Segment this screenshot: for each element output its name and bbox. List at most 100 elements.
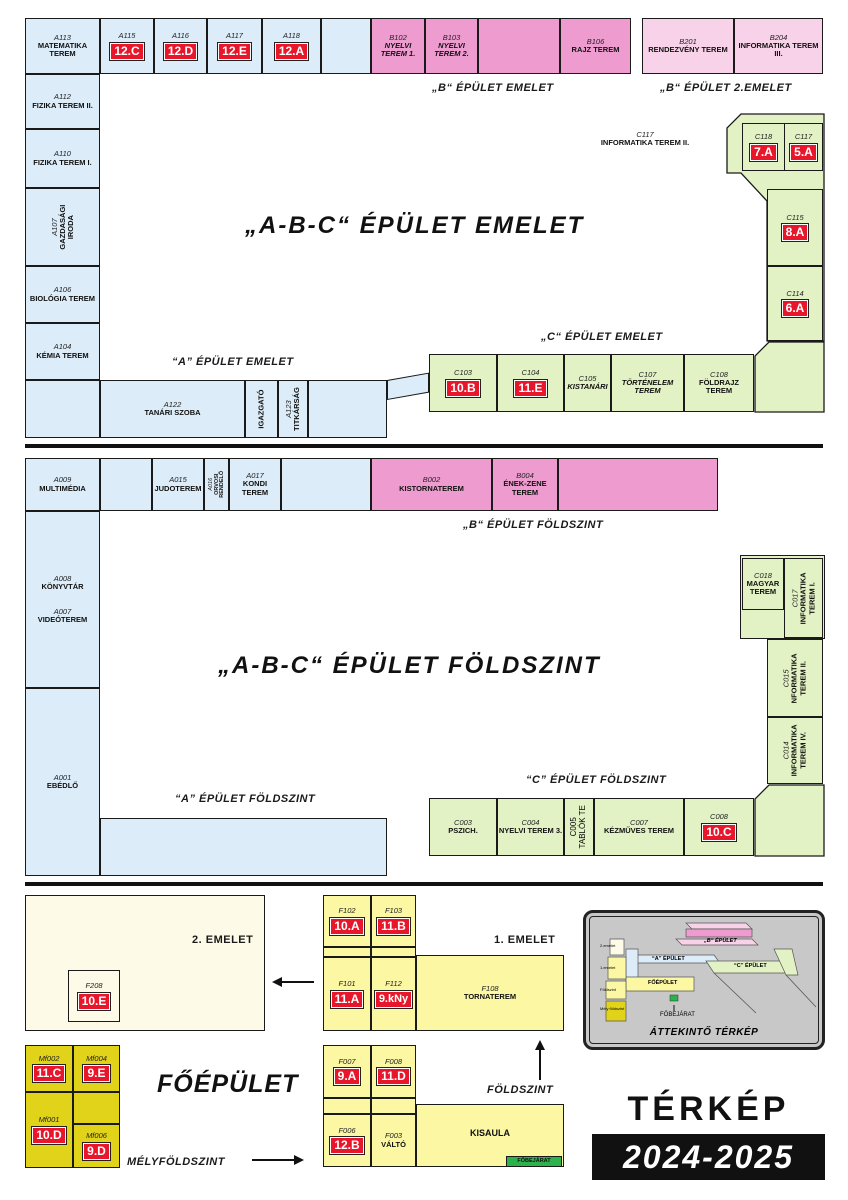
overview-map[interactable]: „B“ ÉPÜLET “A” ÉPÜLET “C” ÉPÜLET FŐÉPÜLE… [583,910,825,1050]
room-code: C105 [578,373,597,383]
room-code: A110 [54,149,71,159]
room-kisaula[interactable]: KISAULA [416,1104,564,1167]
arrow-right-icon [252,1155,304,1165]
room-name: NYELVI TEREM 2. [434,40,469,59]
room-name: TABLÓK TE [578,805,587,849]
room-name: PSZICH. [448,826,478,835]
room-code: F208 [85,981,103,991]
label-b-foldszint: „B“ ÉPÜLET FÖLDSZINT [463,519,604,531]
room-code: A008 [53,574,72,584]
class-badge: 6.A [780,299,810,319]
arrow-up-icon [535,1040,545,1080]
room-blank [323,947,371,957]
label-b-emelet: „B“ ÉPÜLET EMELET [432,82,554,94]
class-badge: 10.C [701,822,737,842]
title-abc-foldszint: „A-B-C“ ÉPÜLET FÖLDSZINT [218,652,601,679]
divider-2 [25,882,823,886]
room-code: A115 [118,31,136,41]
main-entrance[interactable]: FŐBEJÁRAT [506,1156,562,1167]
ov-2emelet: 2.emelet [600,943,616,948]
room-code: C117 [794,132,813,142]
room-code: F101 [338,979,356,989]
title-abc-emelet: „A-B-C“ ÉPÜLET EMELET [245,212,585,239]
room-code: C103 [454,368,472,378]
room-code: B102 [389,32,407,42]
label-foldszint: FÖLDSZINT [487,1084,554,1096]
floor-2-emelet [25,895,265,1031]
room-name: FÖLDRAJZ TEREM [699,377,739,396]
room-name: VÁLTÓ [381,1139,406,1149]
room-name: KISAULA [470,1128,510,1138]
room-blank [323,1098,371,1114]
room-name: MATEMATIKA TEREM [37,40,88,59]
room-code: F006 [338,1125,356,1135]
room-code: A106 [53,285,72,295]
overview-drawing [605,922,817,1022]
room-igazgato[interactable]: IGAZGATÓ [245,380,278,438]
room-code: A007 [53,606,72,616]
ov-b-epulet: „B“ ÉPÜLET [704,938,737,944]
room-code: F008 [384,1056,403,1066]
room-code: C003 [454,817,472,827]
class-badge: 9.A [332,1067,362,1087]
